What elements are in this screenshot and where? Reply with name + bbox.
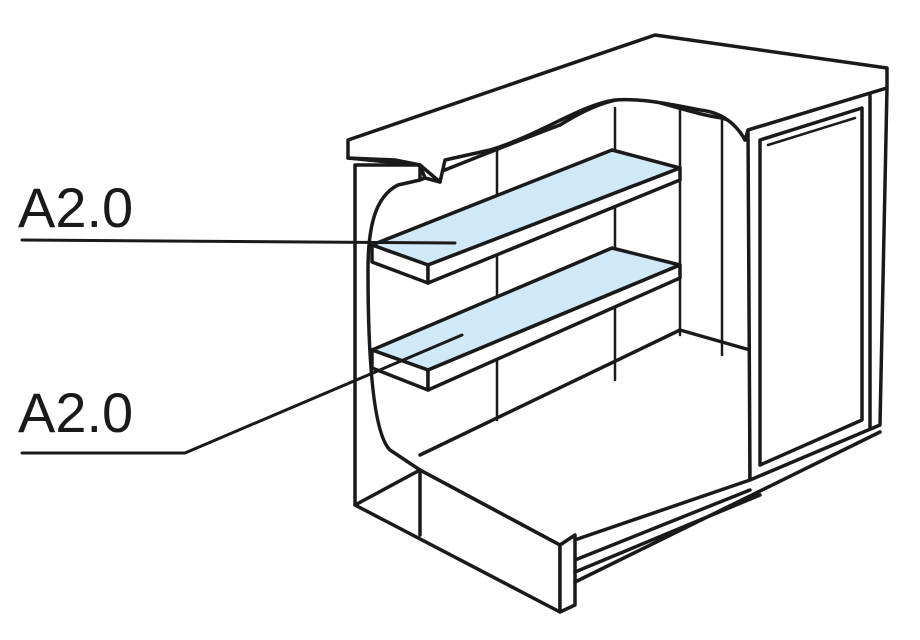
cabinet-front-post — [558, 533, 577, 614]
leader-line-lower — [20, 333, 464, 455]
lower-shelf-edge — [426, 263, 682, 392]
sliding-door — [758, 106, 864, 467]
cabinet — [346, 33, 889, 614]
leader-line-upper — [20, 238, 457, 245]
bottom-track — [573, 430, 882, 584]
callout-label-lower: A2.0 — [18, 381, 133, 444]
upper-shelf — [370, 148, 682, 285]
cabinet-left-panel — [353, 163, 422, 537]
callout-upper: A2.0 — [18, 176, 457, 245]
right-cabinet-side — [746, 86, 889, 482]
upper-shelf-edge — [426, 166, 682, 285]
countertop-front-edge — [346, 156, 442, 184]
countertop — [346, 33, 889, 184]
callout-label-upper: A2.0 — [18, 176, 133, 239]
callout-lower: A2.0 — [18, 333, 464, 455]
sliding-door-inner-frame — [766, 116, 857, 147]
